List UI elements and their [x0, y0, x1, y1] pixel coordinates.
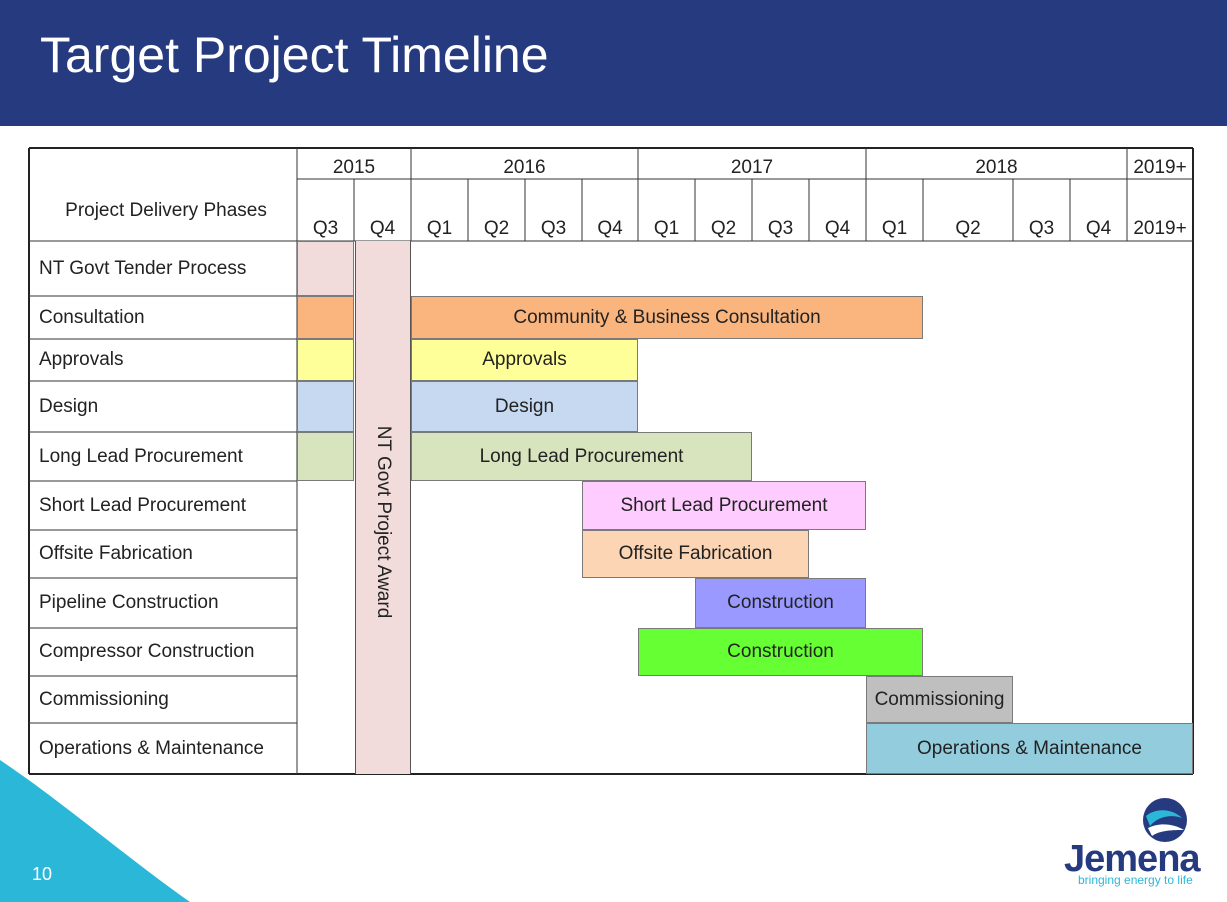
- timeline-bar-label: Commissioning: [874, 688, 1005, 710]
- timeline-bar-label: Short Lead Procurement: [620, 494, 828, 516]
- phase-label: Compressor Construction: [39, 641, 255, 662]
- quarter-label: Q2: [710, 218, 737, 239]
- page-number: 10: [32, 864, 53, 884]
- phase-label: Approvals: [39, 349, 124, 370]
- timeline-bar-label: Design: [494, 395, 555, 417]
- logo-wordmark: Jemena: [1064, 838, 1201, 880]
- quarter-label: Q1: [653, 218, 680, 239]
- quarter-label: 2019+: [1133, 218, 1187, 239]
- year-label: 2015: [332, 157, 376, 178]
- page-title: Target Project Timeline: [40, 27, 549, 83]
- timeline-bar: [866, 676, 1013, 723]
- phase-label: Short Lead Procurement: [39, 494, 247, 516]
- phase-label: Offsite Fabrication: [39, 543, 193, 564]
- quarter-label: Q1: [881, 218, 908, 239]
- quarter-label: Q4: [369, 218, 396, 239]
- timeline-bar: [638, 628, 923, 676]
- timeline-bar: [297, 241, 354, 296]
- logo-tagline: bringing energy to life: [1078, 873, 1193, 887]
- year-label: 2018: [975, 157, 1018, 178]
- phase-label: Long Lead Procurement: [39, 445, 243, 467]
- timeline-bar-label: Approvals: [482, 349, 567, 370]
- quarter-label: Q2: [955, 218, 981, 239]
- timeline-bar: [411, 339, 638, 381]
- timeline-bar-label: Community & Business Consultation: [513, 306, 821, 328]
- quarter-label: Q4: [597, 218, 623, 239]
- project-award-label: NT Govt Project Award: [373, 425, 394, 619]
- phase-label: NT Govt Tender Process: [39, 257, 247, 279]
- quarter-label: Q1: [426, 218, 453, 239]
- phase-label: Design: [39, 395, 99, 417]
- timeline-bar: [411, 296, 923, 339]
- timeline-bar: [695, 578, 866, 628]
- jemena-logo-icon: [1143, 798, 1187, 842]
- timeline-bar-label: Offsite Fabrication: [618, 543, 773, 564]
- quarter-label: Q3: [312, 218, 339, 239]
- quarter-label: Q4: [824, 218, 851, 239]
- timeline-bar: [411, 381, 638, 432]
- phase-label: Pipeline Construction: [39, 592, 219, 613]
- timeline-bar: [297, 339, 354, 381]
- year-label: 2019+: [1133, 157, 1187, 178]
- year-label: 2017: [730, 157, 774, 178]
- timeline-bar: [297, 432, 354, 481]
- phase-label: Commissioning: [39, 688, 169, 710]
- timeline-bar-label: Construction: [727, 641, 834, 662]
- quarter-label: Q3: [540, 218, 567, 239]
- timeline-bar: [582, 530, 809, 578]
- quarter-label: Q4: [1085, 218, 1112, 239]
- timeline-bar: [297, 296, 354, 339]
- timeline-bar-label: Long Lead Procurement: [479, 445, 684, 467]
- title-banner: [0, 0, 1227, 126]
- quarter-label: Q3: [767, 218, 794, 239]
- project-award-bar: [355, 241, 411, 774]
- timeline-bar: [411, 432, 752, 481]
- quarter-label: Q3: [1028, 218, 1055, 239]
- year-label: 2016: [503, 157, 546, 178]
- phase-label: Consultation: [39, 306, 145, 328]
- phases-header: Project Delivery Phases: [65, 200, 267, 221]
- timeline-bar-label: Operations & Maintenance: [917, 737, 1142, 759]
- timeline-bar-label: Construction: [727, 592, 834, 613]
- quarter-label: Q2: [483, 218, 510, 239]
- timeline-bar: [582, 481, 866, 530]
- phase-label: Operations & Maintenance: [39, 737, 264, 759]
- timeline-bar: [866, 723, 1193, 774]
- timeline-bar: [297, 381, 354, 432]
